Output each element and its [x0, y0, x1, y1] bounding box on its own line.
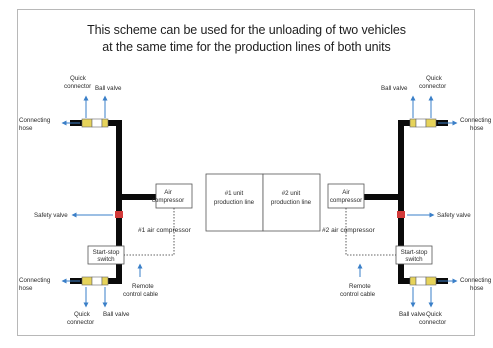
right-bottom-hose-label-1: Connecting: [460, 277, 492, 284]
right-compressor-title: #2 air compressor: [322, 227, 376, 234]
left-compressor-title: #1 air compressor: [138, 227, 192, 234]
right-bottom-ball-valve-label: Ball valve: [399, 311, 426, 318]
left-bottom-hose-coupling: [91, 276, 103, 286]
left-bottom-quick-connector-label-2: connector: [67, 319, 94, 326]
left-compressor-pipe: [122, 194, 156, 200]
diagram-title-line-2: at the same time for the production line…: [102, 40, 391, 54]
left-safety-valve-label: Safety valve: [34, 212, 68, 219]
unit2-line-label-1: #2 unit: [282, 190, 301, 197]
left-remote-cable-label-2: control cable: [123, 291, 159, 298]
right-top-quick-connector: [425, 118, 437, 128]
right-main-pipe: [398, 120, 404, 284]
right-compressor-box-label-1: Air: [342, 189, 350, 196]
right-compressor-box-label-2: compressor: [330, 197, 362, 204]
left-bottom-quick-connector-label-1: Quick: [74, 311, 91, 318]
unit1-production-line-box: [205, 173, 264, 232]
left-switch-label-1: Start-stop: [93, 249, 120, 256]
right-top-hose-coupling: [415, 118, 427, 128]
right-top-ball-valve: [409, 118, 417, 128]
left-remote-cable-label-1: Remote: [132, 283, 154, 290]
unit2-production-line-box: [262, 173, 321, 232]
right-bottom-hose-coupling: [415, 276, 427, 286]
left-top-hose-coupling: [91, 118, 103, 128]
left-switch-label-2: switch: [97, 256, 115, 263]
right-switch-label-1: Start-stop: [401, 249, 428, 256]
left-top-hose-label-1: Connecting: [19, 117, 51, 124]
right-switch-label-2: switch: [405, 256, 423, 263]
right-safety-valve-marker: [397, 211, 405, 218]
left-compressor-box-label-1: Air: [164, 189, 172, 196]
right-bottom-hose-label-2: hose: [470, 285, 484, 292]
left-air-compressor-box: [155, 183, 193, 209]
left-assembly: [61, 95, 193, 308]
production-lines: [205, 173, 321, 232]
right-compressor-pipe: [364, 194, 398, 200]
right-top-hose-label-1: Connecting: [460, 117, 492, 124]
right-air-compressor-box: [327, 183, 365, 209]
left-bottom-ball-valve-label: Ball valve: [103, 311, 130, 318]
right-remote-cable-label-1: Remote: [349, 283, 371, 290]
left-top-hose-label-2: hose: [19, 125, 33, 132]
unit1-line-label-1: #1 unit: [225, 190, 244, 197]
right-top-quick-connector-label-2: connector: [419, 83, 446, 90]
right-remote-cable-label-2: control cable: [340, 291, 376, 298]
left-remote-control-cable: [124, 208, 175, 256]
unit2-line-label-2: production line: [271, 199, 312, 206]
right-assembly: [327, 95, 458, 308]
left-bottom-ball-valve: [101, 276, 109, 286]
unit1-line-label-2: production line: [214, 199, 255, 206]
left-top-quick-connector-label-2: connector: [64, 83, 91, 90]
right-bottom-quick-connector-label-2: connector: [419, 319, 446, 326]
right-bottom-quick-connector-label-1: Quick: [426, 311, 443, 318]
left-bottom-quick-connector: [81, 276, 93, 286]
left-top-ball-valve: [101, 118, 109, 128]
left-bottom-hose-label-1: Connecting: [19, 277, 51, 284]
right-top-ball-valve-label: Ball valve: [381, 85, 408, 92]
left-main-pipe: [116, 120, 122, 284]
left-compressor-box-label-2: compressor: [152, 197, 184, 204]
right-top-hose-label-2: hose: [470, 125, 484, 132]
left-top-quick-connector-label-1: Quick: [70, 75, 87, 82]
left-top-ball-valve-label: Ball valve: [95, 85, 122, 92]
right-bottom-ball-valve: [409, 276, 417, 286]
right-top-quick-connector-label-1: Quick: [426, 75, 443, 82]
right-safety-valve-label: Safety valve: [437, 212, 471, 219]
left-bottom-hose-label-2: hose: [19, 285, 33, 292]
diagram-title-line-1: This scheme can be used for the unloadin…: [87, 23, 406, 37]
right-bottom-quick-connector: [425, 276, 437, 286]
left-safety-valve-marker: [115, 211, 123, 218]
right-remote-control-cable: [345, 208, 396, 256]
left-top-quick-connector: [81, 118, 93, 128]
